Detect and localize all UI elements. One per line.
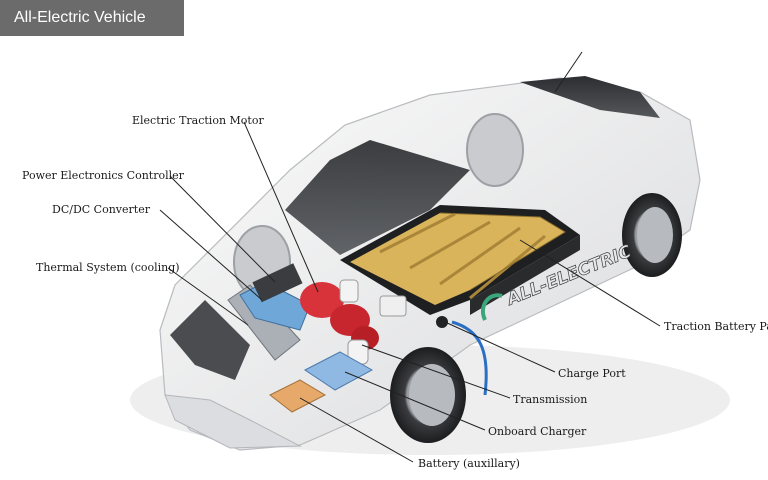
leader-onboard-charger <box>344 371 486 431</box>
label-traction-battery-pack: Traction Battery Pack <box>664 320 768 333</box>
leader-charge-port <box>444 321 556 373</box>
front-wheel <box>390 347 466 443</box>
side-logo-mark <box>481 293 503 321</box>
label-power-electronics-controller: Power Electronics Controller <box>22 169 184 182</box>
front-bumper <box>164 394 302 449</box>
leader-motor <box>243 121 319 293</box>
leader-battery-pack <box>519 239 661 327</box>
rear-window <box>520 76 660 118</box>
leader-pec <box>169 175 276 283</box>
rear-wheel <box>622 193 682 277</box>
label-dcdc-converter: DC/DC Converter <box>52 203 150 216</box>
leader-battery-aux <box>299 397 414 463</box>
leader-dcdc <box>159 209 263 301</box>
rear-wheel-inner <box>466 113 524 187</box>
grille <box>170 300 250 380</box>
leader-lines <box>159 51 661 463</box>
label-onboard-charger: Onboard Charger <box>488 425 587 438</box>
auxiliary-box <box>379 295 407 317</box>
label-transmission: Transmission <box>513 393 588 406</box>
leader-thermal <box>167 267 249 326</box>
coolant-reservoir <box>339 279 359 303</box>
power-electronics-controller <box>252 263 303 303</box>
label-thermal-system: Thermal System (cooling) <box>36 261 180 274</box>
windshield <box>285 140 470 255</box>
label-battery-auxillary: Battery (auxillary) <box>418 457 520 470</box>
label-charge-port: Charge Port <box>558 367 626 380</box>
page-title: All-Electric Vehicle <box>0 0 184 36</box>
charge-cable <box>451 320 488 396</box>
auxiliary-battery <box>269 379 327 413</box>
electric-traction-motor <box>300 282 379 350</box>
label-electric-traction-motor: Electric Traction Motor <box>132 114 264 127</box>
leader-transmission <box>361 344 511 399</box>
leader-top <box>554 51 583 93</box>
charge-port <box>436 316 448 328</box>
onboard-charger <box>304 351 374 391</box>
